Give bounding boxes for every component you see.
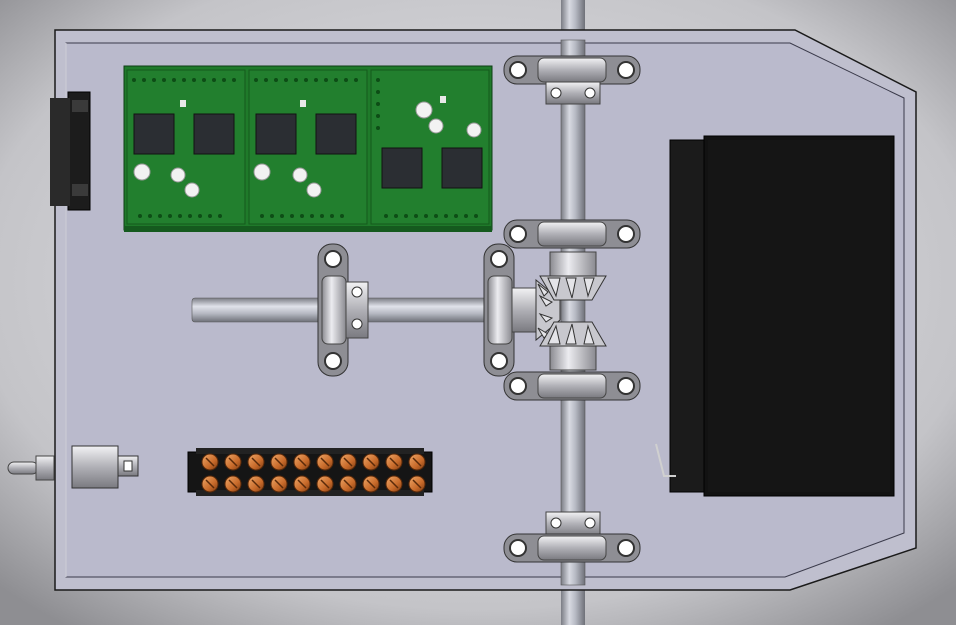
driver-chip [315,113,357,155]
capacitor [428,118,444,134]
terminal-screw-slot [412,479,422,489]
terminal-screw-slot [297,457,307,467]
terminal-screw-slot [205,457,215,467]
driver-chip [255,113,297,155]
pillow-block-bearing-v-lower-mid [503,371,641,401]
capacitor [466,122,482,138]
terminal-screw-slot [320,457,330,467]
capacitor [184,182,200,198]
pillow-block-bearing-v-bottom [503,511,641,563]
terminal-screw-slot [205,479,215,489]
terminal-screw-slot [274,457,284,467]
terminal-screw-slot [297,479,307,489]
bevel-gear-assembly [511,251,607,371]
terminal-screw-slot [228,479,238,489]
toggle-switch [7,445,139,489]
capacitor [292,167,308,183]
terminal-block [187,448,433,496]
battery [655,135,895,497]
terminal-screw-slot [366,457,376,467]
side-connector [50,91,91,211]
terminal-screw-slot [228,457,238,467]
terminal-screw-slot [389,457,399,467]
terminal-screw-slot [343,479,353,489]
terminal-screw-slot [389,479,399,489]
terminal-screw-slot [412,457,422,467]
driver-chip [193,113,235,155]
capacitor [170,167,186,183]
capacitor [306,182,322,198]
motor-driver-board-group [123,65,493,232]
capacitor [253,163,271,181]
motor-driver-board-2 [248,69,368,225]
terminal-screw-slot [251,479,261,489]
terminal-screw-slot [343,457,353,467]
motor-driver-board-3 [370,69,490,225]
capacitor [415,101,433,119]
vertical-shaft [560,39,586,586]
driver-chip [441,147,483,189]
motor-driver-board-1 [126,69,246,225]
terminal-screw-slot [251,457,261,467]
driver-chip [133,113,175,155]
pillow-block-bearing-h-right [483,243,515,377]
terminal-screw-slot [320,479,330,489]
terminal-screw-slot [274,479,284,489]
terminal-screw-slot [366,479,376,489]
pillow-block-bearing-v-top [503,55,641,105]
pillow-block-bearing-v-upper-mid [503,219,641,249]
capacitor [133,163,151,181]
driver-chip [381,147,423,189]
pillow-block-bearing-h-left [317,243,369,377]
